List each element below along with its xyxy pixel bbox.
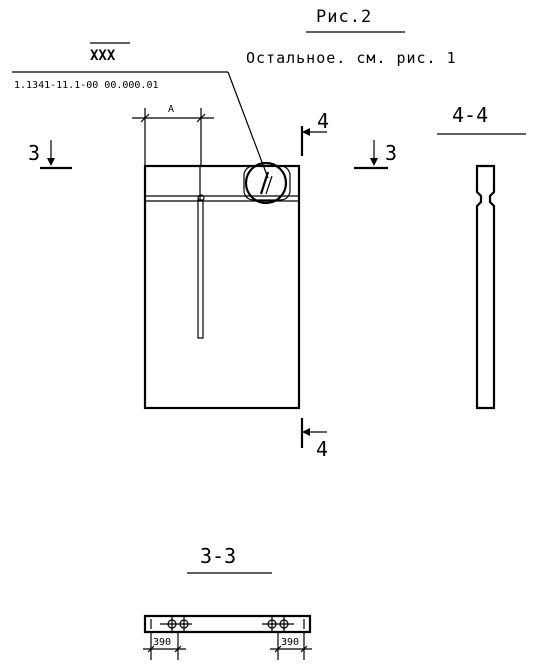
section-3-3-label: 3-3 — [200, 544, 236, 568]
dim-390-left-tick-1 — [147, 645, 155, 653]
dim-390-left: 390 — [153, 637, 171, 648]
dim-390-left-tick-2 — [174, 645, 182, 653]
panel-outline — [143, 164, 301, 410]
leader-mark: XXX — [90, 48, 116, 64]
section-mark-bottom-arrowhead — [302, 428, 310, 436]
section-4-4-label: 4-4 — [452, 103, 488, 127]
leader-line — [227, 71, 269, 179]
dim-390-right-tick-2 — [300, 645, 308, 653]
section-3-3-profile — [143, 614, 312, 634]
dim-a-tick-right — [196, 113, 206, 123]
section-mark-top: 4 — [317, 109, 329, 133]
section-mark-left-arrowhead — [47, 158, 55, 166]
panel-slot — [197, 199, 204, 339]
section-mark-bottom: 4 — [316, 437, 328, 461]
detail-hatch-1 — [259, 171, 270, 195]
detail-hatch-2 — [265, 175, 273, 195]
section-mark-top-arrowhead — [302, 128, 310, 136]
dim-a-tick-left — [140, 113, 150, 123]
section-mark-right-arrowhead — [370, 158, 378, 166]
dim-390-right-tick-1 — [274, 645, 282, 653]
panel-joint — [197, 194, 205, 202]
detail-circle — [244, 161, 288, 205]
dim-a-label: A — [168, 104, 174, 115]
section-mark-left: 3 — [28, 141, 40, 165]
section-mark-right: 3 — [385, 141, 397, 165]
figure-title: Рис.2 — [316, 7, 372, 27]
section-4-4-profile — [475, 164, 496, 410]
section-3-3-rod-left — [160, 616, 192, 633]
figure-note: Остальное. см. рис. 1 — [246, 49, 457, 67]
dim-390-right: 390 — [281, 637, 299, 648]
section-3-3-rod-right — [262, 616, 294, 633]
detail-inset — [243, 165, 291, 201]
leader-code: 1.1341-11.1-00 00.000.01 — [14, 80, 159, 91]
